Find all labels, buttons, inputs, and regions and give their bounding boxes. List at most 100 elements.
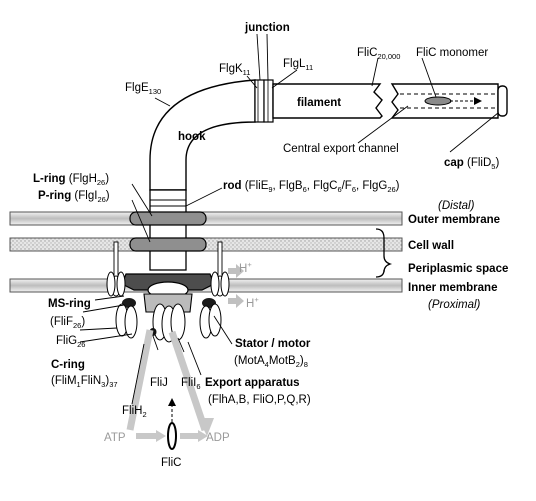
export-apparatus-label: Export apparatus — [205, 377, 300, 389]
hook-label: hook — [178, 131, 206, 143]
flgl-label: FlgL — [283, 58, 306, 70]
p-ring-shape — [129, 237, 207, 252]
flic-bottom-shape — [167, 422, 177, 450]
distal-label: (Distal) — [438, 200, 475, 212]
l-ring-close: ) — [105, 173, 109, 185]
stator-s1: 4 — [265, 360, 269, 369]
rod-s1: 9 — [268, 185, 272, 194]
svg-text:FliH2: FliH2 — [122, 405, 147, 419]
flic-monomer-shape — [424, 96, 452, 106]
p-ring-label: P-ring — [38, 190, 71, 202]
rod-d1: (FliE — [242, 180, 269, 192]
junction-rings — [254, 79, 274, 123]
svg-text:FliG26: FliG26 — [56, 335, 85, 349]
flih-label: FliH — [122, 405, 142, 417]
proximal-label: (Proximal) — [428, 299, 481, 311]
c-ring-close: ) — [105, 375, 109, 387]
c-ring-shape — [115, 303, 222, 339]
rod-d3: , FlgC — [307, 180, 338, 192]
atp-adp-arrows — [126, 329, 214, 442]
flii-label: FliI — [181, 377, 196, 389]
proton-arrows — [228, 264, 244, 308]
junction-label: junction — [244, 22, 290, 34]
filament-label: filament — [297, 97, 341, 109]
c-ring-s2: 3 — [101, 380, 105, 389]
hplus-bottom: H — [246, 298, 254, 310]
rod-s4: 6 — [352, 185, 356, 194]
svg-text:FlgE130: FlgE130 — [125, 82, 161, 96]
flii-sub: 6 — [196, 382, 200, 391]
svg-text:H+: H+ — [246, 295, 259, 310]
svg-text:cap (FliD5): cap (FliD5) — [444, 157, 499, 171]
stator-label: Stator / motor — [235, 338, 311, 350]
p-ring-detail: (FlgI — [71, 190, 97, 202]
periplasmic-space-label: Periplasmic space — [408, 263, 508, 275]
svg-text:rod (FliE9, FlgB6, FlgC6/F6, F: rod (FliE9, FlgB6, FlgC6/F6, FlgG26) — [223, 180, 400, 194]
stator-right — [210, 241, 230, 297]
svg-text:(MotA4MotB2)8: (MotA4MotB2)8 — [234, 355, 308, 369]
flgk-sub: 11 — [243, 68, 251, 77]
cap-close: ) — [495, 157, 499, 169]
periplasm-bracket — [375, 228, 393, 278]
leader-lines — [79, 33, 499, 405]
cap-detail: (FliD — [464, 157, 491, 169]
c-ring-detail: (FliM — [51, 375, 77, 387]
l-ring-sub: 26 — [97, 178, 105, 187]
rod-d4: /F — [342, 180, 352, 192]
stator-s2: 2 — [296, 360, 300, 369]
cap-label: cap — [444, 157, 464, 169]
svg-text:junction: junction — [244, 22, 290, 34]
rod-shaft — [149, 189, 187, 271]
rod-s2: 6 — [303, 185, 307, 194]
flge-sub: 130 — [149, 87, 162, 96]
rod-s3: 6 — [337, 185, 341, 194]
atp-label: ATP — [104, 432, 126, 444]
flgk-label: FlgK — [219, 63, 243, 75]
adp-label: ADP — [206, 432, 230, 444]
c-ring-s1: 1 — [77, 380, 81, 389]
l-ring-label: L-ring — [33, 173, 66, 185]
flij-label: FliJ — [150, 377, 168, 389]
svg-text:FlgL11: FlgL11 — [283, 58, 313, 72]
svg-text:P-ring (FlgI26): P-ring (FlgI26) — [38, 190, 110, 204]
flic-sub: 20,000 — [377, 52, 400, 61]
flge-label: FlgE — [125, 82, 149, 94]
flih-sub: 2 — [142, 410, 146, 419]
hplus-top: H — [239, 263, 247, 275]
cap-shape — [497, 85, 508, 117]
flig-label: FliG — [56, 335, 77, 347]
rod-d5: , FlgG — [356, 180, 387, 192]
central-channel-label: Central export channel — [283, 143, 399, 155]
flig-sub: 26 — [77, 340, 85, 349]
rod-label: rod — [223, 180, 242, 192]
flgl-sub: 11 — [305, 63, 313, 72]
rod-s5: 26 — [387, 185, 395, 194]
stator-detail: (MotA — [234, 355, 265, 367]
flic-label: FliC — [357, 47, 377, 59]
cell-wall-label: Cell wall — [408, 240, 454, 252]
inner-membrane-label: Inner membrane — [408, 282, 497, 294]
c-ring-label: C-ring — [51, 359, 85, 371]
ms-ring-close: ) — [81, 316, 85, 328]
ms-ring-label: MS-ring — [48, 298, 91, 310]
c-ring-sub-out: 37 — [109, 380, 117, 389]
rod-d6: ) — [396, 180, 400, 192]
stator-d2: MotB — [269, 355, 296, 367]
svg-text:FlgK11: FlgK11 — [219, 63, 250, 77]
rod-d2: , FlgB — [273, 180, 303, 192]
flic-bottom-label: FliC — [161, 457, 181, 469]
svg-text:H+: H+ — [239, 260, 252, 275]
c-ring-d2: FliN — [81, 375, 101, 387]
p-ring-close: ) — [106, 190, 110, 202]
hplus-bottom-sup: + — [254, 295, 259, 304]
hplus-top-sup: + — [247, 260, 252, 269]
flig-left — [122, 298, 136, 308]
ms-ring-detail: (FliF — [50, 316, 73, 328]
svg-text:FliC20,000: FliC20,000 — [357, 47, 400, 61]
svg-text:(FliM1FliN3)37: (FliM1FliN3)37 — [51, 375, 118, 389]
svg-text:FliI6: FliI6 — [181, 377, 201, 391]
flic-monomer-label: FliC monomer — [416, 47, 488, 59]
stator-close: ) — [300, 355, 304, 367]
svg-text:L-ring (FlgH26): L-ring (FlgH26) — [33, 173, 109, 187]
